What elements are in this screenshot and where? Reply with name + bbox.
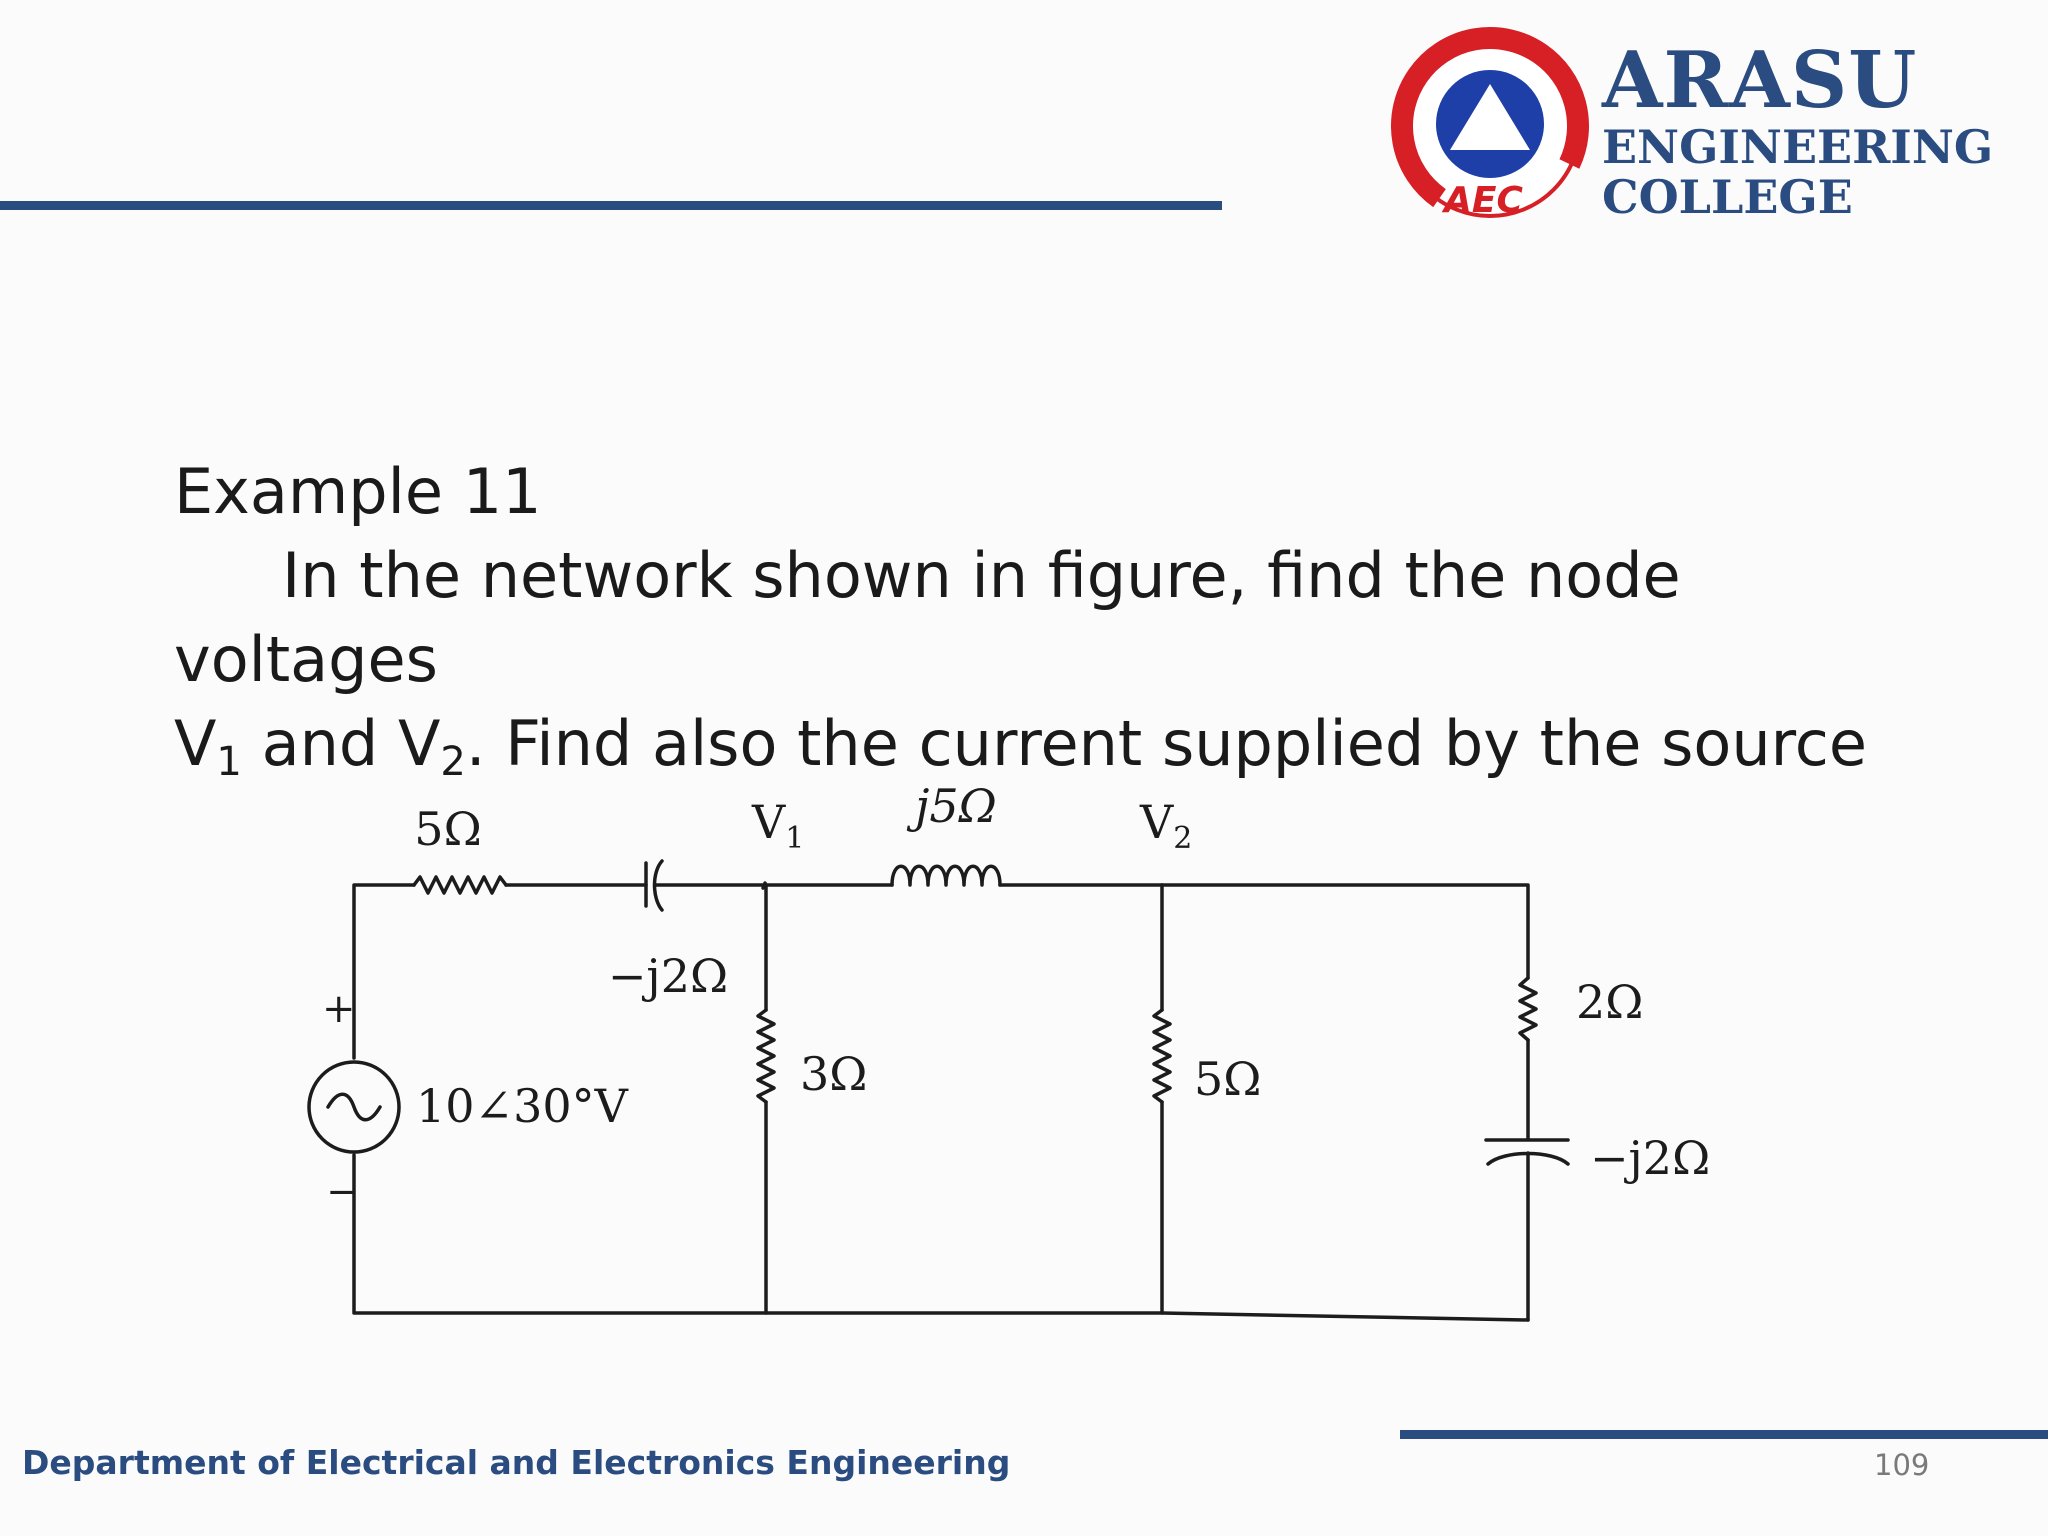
v1-symbol: V	[174, 707, 217, 780]
label-r-shunt1: 3Ω	[800, 1047, 867, 1101]
node1-symbol: V	[751, 795, 786, 849]
college-name-line1: ARASU	[1602, 35, 1918, 126]
wire-bottom	[352, 1153, 1530, 1322]
wire-node2-to-right	[1160, 883, 1530, 980]
v2-symbol: V	[397, 707, 441, 780]
college-seal-icon: ARASU ENGINEERING COLLEGE AEC	[1390, 26, 1589, 225]
label-node1: V1	[751, 795, 804, 856]
label-plus: +	[322, 986, 356, 1032]
label-r-shunt2: 5Ω	[1194, 1052, 1261, 1106]
problem-statement: Example 11 In the network shown in figur…	[174, 450, 1934, 786]
label-source: 10∠30°V	[416, 1079, 629, 1133]
circuit-diagram: 5Ω −j2Ω V1 j5Ω V2 3Ω 5Ω 2Ω −j2Ω 10∠30°V …	[307, 779, 1710, 1322]
wire-left-top	[352, 883, 416, 1060]
v1-subscript: 1	[216, 739, 242, 785]
label-node2: V2	[1139, 795, 1192, 856]
node1-subscript: 1	[785, 821, 804, 856]
problem-line-1-text: In the network shown in figure, find the…	[174, 539, 1681, 696]
label-l1: j5Ω	[906, 779, 997, 833]
college-name-line2: ENGINEERING	[1602, 120, 1994, 174]
wire-to-node1	[654, 881, 894, 890]
resistor-5-series	[412, 875, 508, 895]
problem-line-2-text: . Find also the current supplied by the …	[465, 707, 1868, 780]
ac-source-icon	[307, 1060, 401, 1154]
inductor-j5	[890, 864, 1002, 887]
and-text: and	[241, 707, 398, 780]
label-minus: −	[326, 1169, 360, 1215]
resistor-3-shunt	[756, 1008, 776, 1104]
node2-symbol: V	[1139, 795, 1174, 849]
v2-subscript: 2	[440, 739, 466, 785]
resistor-5-shunt	[1152, 1008, 1172, 1104]
example-title: Example 11	[174, 455, 542, 528]
page-number: 109	[1874, 1448, 1930, 1482]
seal-abbr: AEC	[1441, 180, 1523, 221]
node2-subscript: 2	[1173, 821, 1192, 856]
problem-line-2: V1 and V2. Find also the current supplie…	[174, 702, 1934, 786]
ac-wave-icon	[326, 1092, 382, 1122]
label-r1: 5Ω	[414, 802, 481, 856]
label-c2: −j2Ω	[1590, 1131, 1710, 1185]
problem-line-1: In the network shown in figure, find the…	[174, 534, 1934, 702]
footer-rule	[1400, 1430, 2048, 1439]
label-r-series: 2Ω	[1576, 975, 1643, 1029]
header-rule	[0, 201, 1222, 210]
college-name-line3: COLLEGE	[1602, 170, 1853, 224]
department-name: Department of Electrical and Electronics…	[22, 1443, 1011, 1482]
college-logo: ARASU ENGINEERING COLLEGE AEC ARASU ENGI…	[1390, 26, 2030, 226]
label-c1: −j2Ω	[608, 949, 728, 1003]
college-name: ARASU ENGINEERING COLLEGE	[1602, 35, 1994, 224]
resistor-2-series	[1518, 976, 1538, 1042]
